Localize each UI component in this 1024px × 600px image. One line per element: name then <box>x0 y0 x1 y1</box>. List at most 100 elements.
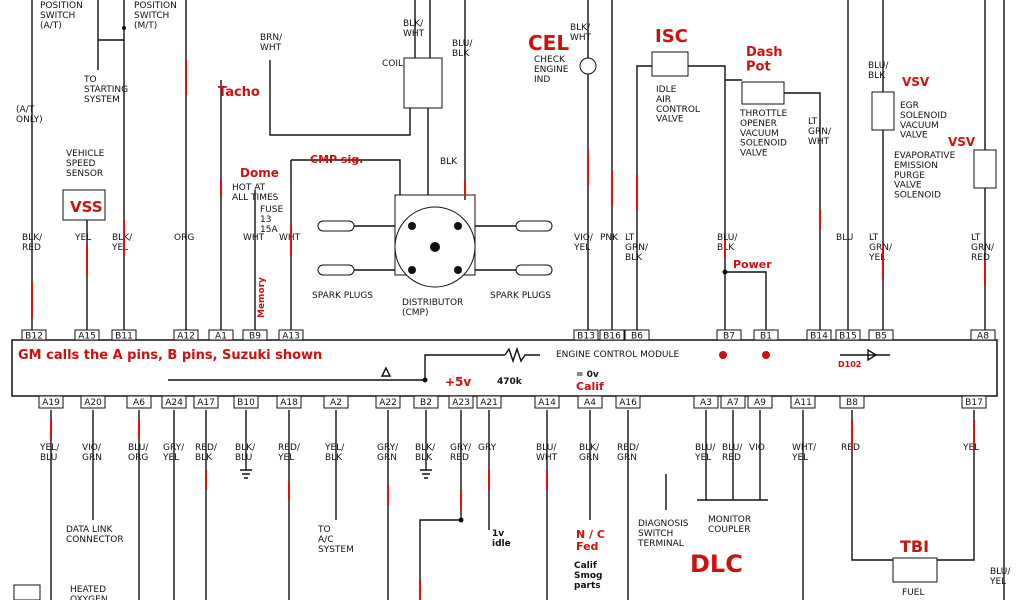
ecm-pin-label: A11 <box>794 398 812 408</box>
ground-wiring <box>245 410 591 520</box>
ecm-pin-label: A24 <box>165 398 183 408</box>
blk-wire-label: BLK <box>440 157 458 167</box>
wire-color-label: GRY <box>478 443 497 453</box>
ecm-pin-label: A18 <box>280 398 298 408</box>
ecm-pin-label: A2 <box>330 398 342 408</box>
junction-dot <box>722 269 728 275</box>
wire-color-label: BLU/YEL <box>694 443 716 463</box>
ecm-pin-label: B7 <box>723 332 735 342</box>
ecm-pin-box <box>413 395 439 409</box>
ecm-banner: GM calls the A pins, B pins, Suzuki show… <box>18 348 322 363</box>
ecm-pin-label: B9 <box>249 332 261 342</box>
distributor-terminal <box>454 266 462 274</box>
wire-color-label: WHT <box>243 233 265 243</box>
wire-color-label: VIO/YEL <box>573 233 594 253</box>
distributor-label: DISTRIBUTOR(CMP) <box>402 298 463 318</box>
memory-tag: Memory <box>257 277 267 318</box>
diode-label: D102 <box>838 360 861 369</box>
distributor-terminal <box>408 222 416 230</box>
plus5v-label: +5v <box>445 375 471 389</box>
egr-vsv <box>871 91 895 131</box>
fuel-injector <box>892 557 938 583</box>
ecm-pin-box <box>323 395 349 409</box>
coil-feed <box>414 0 431 58</box>
ecm-pin-box <box>693 395 719 409</box>
ecm-pin-label: A1 <box>215 332 227 342</box>
ecm-pin-label: B8 <box>846 398 858 408</box>
cel-wire-label: BLK/WHT <box>570 23 592 43</box>
dlc-label: DLC <box>690 550 743 578</box>
wire-color-label: WHT <box>279 233 301 243</box>
ecm-pin-box <box>233 395 259 409</box>
ecm-pin-box <box>839 395 865 409</box>
ecm-pin-label: B5 <box>875 332 887 342</box>
blu-yel-wire-bottom-right: BLU/YEL <box>989 567 1011 587</box>
ecm-pin-box <box>38 395 64 409</box>
resistor-label: 470k <box>497 377 523 387</box>
wire-color-label: YEL/BLU <box>39 443 60 463</box>
ecm-pin-box <box>573 329 599 341</box>
cel-label: CEL <box>528 31 569 55</box>
ecm-pin-label: A23 <box>452 398 470 408</box>
brn-wht-wire: BRN/WHT <box>260 33 283 53</box>
cmp-signal-wire <box>291 159 401 195</box>
bottom-wiring <box>50 410 975 600</box>
ecm-title: ENGINE CONTROL MODULE <box>556 350 680 360</box>
junction-dot <box>458 517 464 523</box>
ecm-pin-label: A13 <box>282 332 300 342</box>
ecm-pin-label: A14 <box>538 398 556 408</box>
wire-color-label: VIO <box>749 443 765 453</box>
ecm-pin-label: A6 <box>133 398 145 408</box>
vsv1-wire-label: BLU/BLK <box>868 61 889 81</box>
ecm-pin-label: B11 <box>115 332 133 342</box>
spark-plugs-right: SPARK PLUGS <box>490 291 551 301</box>
wire-color-label: YEL <box>74 233 91 243</box>
zero-volt-label: = 0v <box>576 370 599 380</box>
spark-plug <box>515 220 553 232</box>
power-label: Power <box>733 258 772 271</box>
ecm-pin-label: B1 <box>760 332 772 342</box>
ecm-pin-label: A8 <box>977 332 989 342</box>
ecm-pin-label: B14 <box>810 332 828 342</box>
ecm-pin-label: A17 <box>197 398 215 408</box>
wire-color-label: BLU/BLK <box>717 233 738 253</box>
internal-5v-bus <box>168 354 505 381</box>
ecm-pin-box <box>476 395 502 409</box>
ecm-pin-box <box>126 395 152 409</box>
ecm-pin-box <box>615 395 641 409</box>
ecm-pin-label: A20 <box>84 398 102 408</box>
vsv1-label: VSV <box>902 75 930 89</box>
oxygen-sensor <box>13 584 41 600</box>
ecm-pin-label: A21 <box>480 398 498 408</box>
throttle-opener-valve <box>741 81 785 105</box>
switch-wiring <box>97 0 125 70</box>
wire-color-label: VIO/GRN <box>82 443 102 463</box>
ecm-pin-label: A9 <box>754 398 766 408</box>
ecm-pin-box <box>161 395 187 409</box>
ecm-pin-label: A12 <box>177 332 195 342</box>
ecm-pin-box <box>970 329 996 341</box>
dome-label: Dome <box>240 166 279 180</box>
junction-dot <box>422 377 428 383</box>
isc-label: ISC <box>655 26 688 47</box>
spark-plug <box>317 220 355 232</box>
ecm-pin-box <box>193 395 219 409</box>
isc-wiring <box>636 65 726 330</box>
tbi-label: TBI <box>900 537 929 556</box>
resistor-symbol <box>504 346 540 364</box>
ecm-pin-label: B13 <box>577 332 595 342</box>
ecm-body <box>11 339 998 397</box>
distributor-rotor <box>430 242 440 252</box>
